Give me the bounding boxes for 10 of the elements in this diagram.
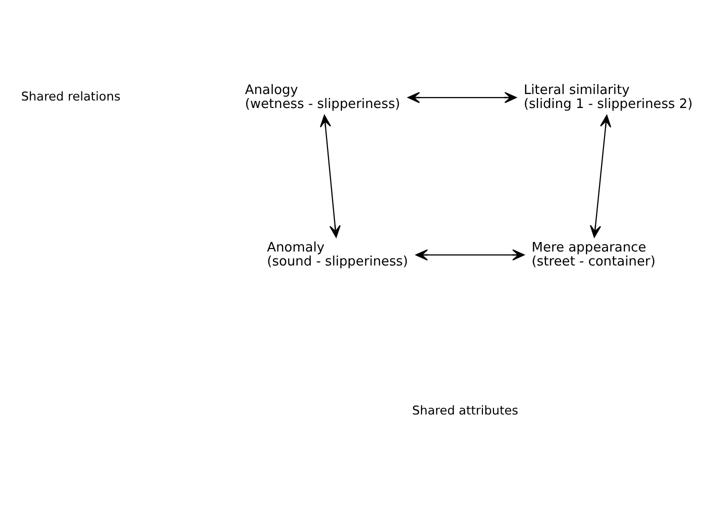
label: Shared relations bbox=[21, 90, 120, 104]
node-text: Mere appearance (street - container) bbox=[532, 240, 656, 270]
arrow bbox=[416, 249, 525, 261]
node-text: Analogy (wetness - slipperiness) bbox=[245, 82, 400, 112]
arrow bbox=[590, 114, 612, 238]
arrow bbox=[320, 114, 341, 238]
node-text: Anomaly (sound - slipperiness) bbox=[267, 240, 408, 270]
node-text: Literal similarity (sliding 1 - slipperiness 2) bbox=[524, 82, 693, 112]
label: Shared attributes bbox=[412, 404, 518, 418]
arrow bbox=[408, 92, 517, 104]
